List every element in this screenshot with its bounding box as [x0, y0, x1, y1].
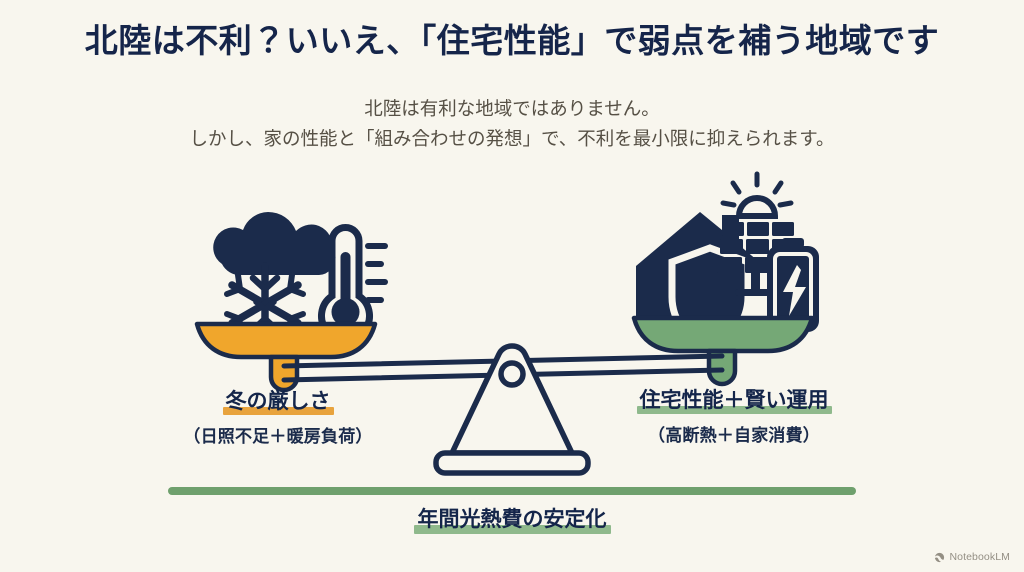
left-pan-label-group: 冬の厳しさ （日照不足＋暖房負荷）	[108, 390, 448, 447]
left-label-text: 冬の厳しさ	[225, 390, 331, 413]
left-pan-label-sub: （日照不足＋暖房負荷）	[183, 426, 373, 446]
right-pan-label-group: 住宅性能＋賢い運用 （高断熱＋自家消費）	[564, 389, 904, 446]
right-label-highlight	[636, 405, 832, 414]
right-label-text: 住宅性能＋賢い運用	[639, 389, 829, 412]
right-pan-label-sub: （高断熱＋自家消費）	[648, 425, 820, 445]
notebooklm-watermark: NotebookLM	[934, 551, 1010, 563]
thermometer-icon	[318, 224, 388, 344]
left-pan	[194, 321, 378, 393]
cloud-icon	[213, 211, 336, 276]
notebooklm-watermark-label: NotebookLM	[949, 551, 1010, 563]
subtitle-line-1: 北陸は有利な地域ではありません。	[364, 98, 660, 119]
notebooklm-logo-icon	[934, 552, 945, 563]
footer-caption-group: 年間光熱費の安定化	[0, 503, 1024, 534]
fulcrum	[433, 343, 591, 476]
footer-caption: 年間光熱費の安定化	[413, 503, 611, 534]
right-pan-label-main: 住宅性能＋賢い運用	[636, 389, 832, 414]
right-pan	[631, 315, 815, 387]
footer-divider-bar	[168, 487, 856, 495]
balance-scale-illustration	[0, 170, 1024, 480]
left-label-highlight	[222, 406, 334, 415]
left-pan-label-main: 冬の厳しさ	[222, 390, 334, 415]
page-title: 北陸は不利？いいえ、「住宅性能」で弱点を補う地域です	[84, 22, 940, 59]
footer-caption-highlight	[413, 525, 611, 534]
subtitle-line-2: しかし、家の性能と「組み合わせの発想」で、不利を最小限に抑えられます。	[189, 127, 835, 149]
footer-caption-text: 年間光熱費の安定化	[417, 508, 607, 531]
subtitle-block: 北陸は有利な地域ではありません。 しかし、家の性能と「組み合わせの発想」で、不利…	[0, 94, 1024, 154]
